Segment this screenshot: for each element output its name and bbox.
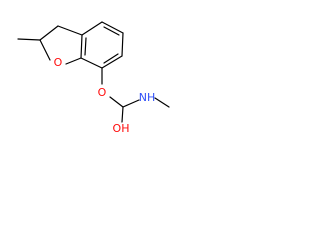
bond-c2-c3	[39, 25, 59, 41]
bond-oester-ccarb	[109, 96, 124, 108]
bond-o1-c7a	[65, 57, 82, 65]
ester-oxygen-label: O	[98, 86, 107, 99]
bond-c7-c7a	[80, 57, 103, 69]
bond-c3-c3a	[57, 25, 83, 36]
bond-ccarb-oh	[121, 106, 124, 123]
bond-c4-c5	[101, 21, 124, 34]
bonds	[17, 21, 170, 123]
bond-c6-c7-inner	[103, 53, 119, 64]
bond-c7a-c3a-inner	[84, 37, 87, 56]
ring-oxygen-label: O	[54, 56, 63, 69]
bond-c6-c7	[101, 55, 123, 69]
bond-c7a-c3a	[80, 34, 83, 59]
bond-c4-c5-inner	[103, 26, 120, 36]
bond-methyl-c2	[17, 38, 41, 41]
bond-c5-c6	[121, 32, 124, 57]
chemical-structure-diagram: O O NH OH	[17, 21, 170, 135]
nitrogen-h-label: NH	[139, 91, 156, 104]
bond-c2-o1	[39, 39, 51, 61]
hydroxyl-label: OH	[113, 122, 130, 135]
bond-nh-methyl	[154, 97, 170, 108]
bond-c3a-c4	[81, 21, 103, 36]
bond-ccarb-nh	[122, 99, 140, 108]
